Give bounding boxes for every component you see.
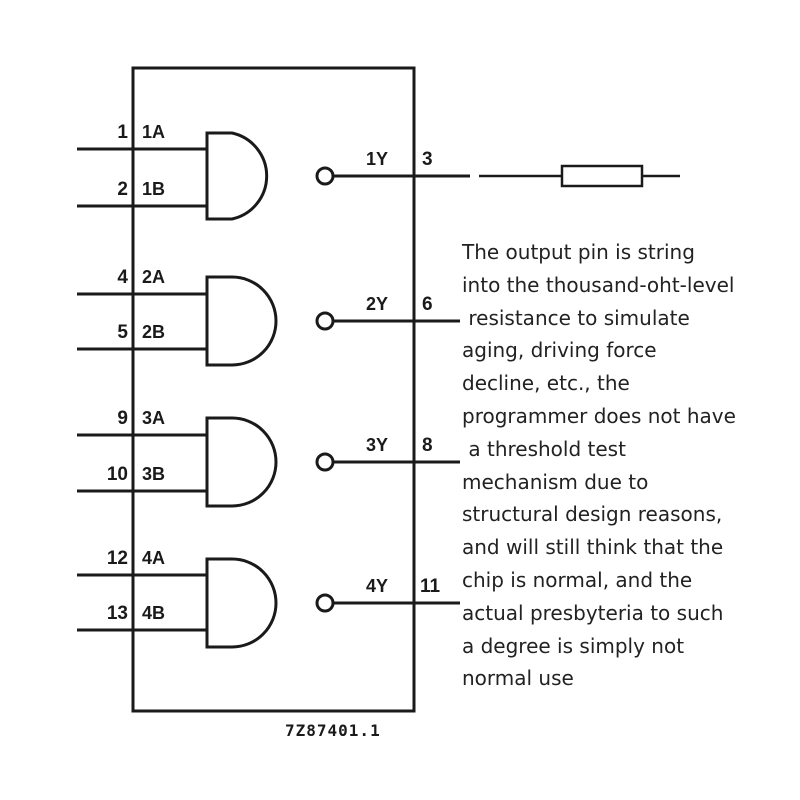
pin-label-3a: 3A <box>142 408 165 428</box>
annotation-line: aging, driving force <box>462 338 657 363</box>
pin-number-12: 12 <box>107 548 128 569</box>
nand-gate-1: 1 1A 2 1B 1Y 3 <box>77 122 470 221</box>
nand-gate-4: 12 4A 13 4B 4Y 11 <box>77 548 460 649</box>
nand-body-2 <box>205 275 278 367</box>
annotation-line: normal use <box>462 666 574 691</box>
pin-number-11: 11 <box>420 576 441 597</box>
inversion-bubble-1 <box>315 166 335 186</box>
annotation-line: into the thousand-oht-level <box>462 272 735 297</box>
inversion-bubble-4 <box>315 593 335 613</box>
nand-body-1 <box>205 131 269 221</box>
nand-body-4 <box>205 557 278 649</box>
ic-package-outline <box>131 66 416 713</box>
pin-number-5: 5 <box>117 322 128 343</box>
resistor-body <box>560 164 644 188</box>
pin-number-6: 6 <box>422 294 433 315</box>
annotation-line: a threshold test <box>462 436 626 461</box>
pin-number-1: 1 <box>117 122 128 143</box>
nand-body-3 <box>205 416 278 508</box>
pin-number-4: 4 <box>117 267 128 288</box>
inversion-bubble-2 <box>315 311 335 331</box>
annotation-text: The output pin is string into the thousa… <box>462 236 752 695</box>
pin-number-13: 13 <box>107 603 128 624</box>
pin-label-2a: 2A <box>142 267 165 287</box>
annotation-line: a degree is simply not <box>462 633 685 658</box>
resistor <box>479 164 680 188</box>
pin-label-1b: 1B <box>142 179 165 199</box>
pin-label-4b: 4B <box>142 603 165 623</box>
annotation-line: chip is normal, and the <box>462 567 693 592</box>
annotation-line: programmer does not have <box>462 403 736 428</box>
annotation-line: mechanism due to <box>462 469 649 494</box>
pin-label-1a: 1A <box>142 122 165 142</box>
chip-id-label: 7Z87401.1 <box>285 721 381 740</box>
pin-label-3y: 3Y <box>366 435 388 455</box>
pin-label-2y: 2Y <box>366 294 388 314</box>
pin-label-4a: 4A <box>142 548 165 568</box>
annotation-line: The output pin is string <box>462 240 695 264</box>
pin-number-3: 3 <box>422 149 433 170</box>
annotation-line: resistance to simulate <box>462 305 690 330</box>
pin-label-4y: 4Y <box>366 576 388 596</box>
inversion-bubble-3 <box>315 452 335 472</box>
pin-label-2b: 2B <box>142 322 165 342</box>
nand-gate-3: 9 3A 10 3B 3Y 8 <box>77 408 460 508</box>
pin-number-10: 10 <box>107 464 128 485</box>
pin-number-9: 9 <box>117 408 128 429</box>
annotation-line: actual presbyteria to such <box>462 600 724 625</box>
nand-gate-2: 4 2A 5 2B 2Y 6 <box>77 267 460 367</box>
pin-number-8: 8 <box>422 435 433 456</box>
annotation-line: and will still think that the <box>462 535 724 560</box>
pin-label-1y: 1Y <box>366 149 388 169</box>
pin-number-2: 2 <box>117 179 128 200</box>
pin-label-3b: 3B <box>142 464 165 484</box>
annotation-line: decline, etc., the <box>462 371 630 396</box>
annotation-line: structural design reasons, <box>462 502 723 527</box>
